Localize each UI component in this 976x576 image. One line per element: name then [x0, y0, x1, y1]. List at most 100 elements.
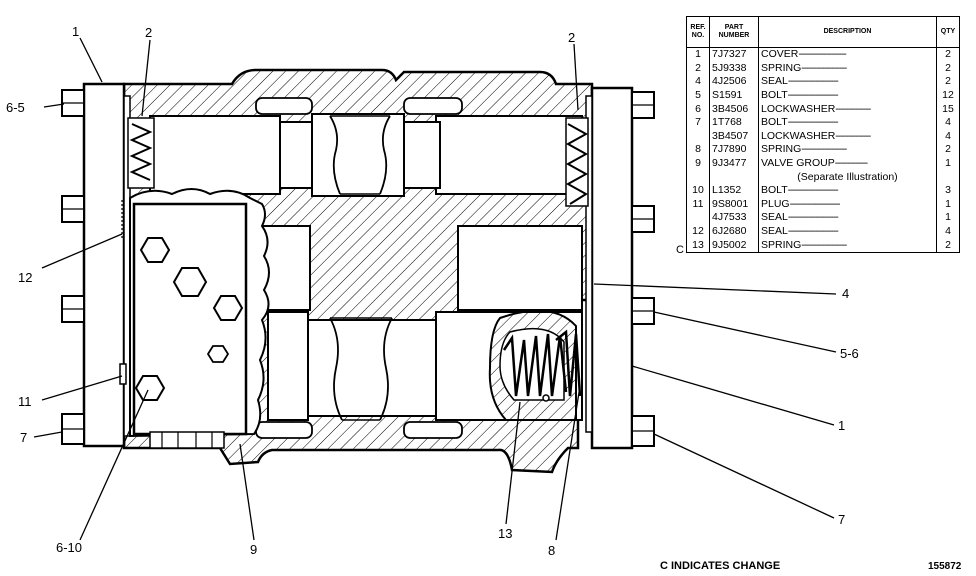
header-qty: QTY [936, 16, 960, 48]
cell-part: 7J7890 [709, 143, 759, 157]
cell-ref: 8 [686, 143, 710, 157]
cell-qty: 3 [936, 183, 960, 198]
cell-qty: 2 [936, 238, 960, 253]
valve-group-overlay [121, 188, 270, 449]
cell-desc: BOLT-------------------- [758, 183, 937, 198]
callout-6-5: 6-5 [6, 100, 25, 115]
cell-qty: 2 [936, 61, 960, 76]
cell-part: S1591 [709, 88, 759, 103]
upper-spool [279, 113, 441, 197]
cell-ref: 12 [686, 224, 710, 239]
cell-qty: 2 [936, 143, 960, 157]
callout-6-10: 6-10 [56, 540, 82, 555]
cell-qty: 12 [936, 88, 960, 103]
cell-ref: 2 [686, 61, 710, 76]
callout-1-right: 1 [838, 418, 845, 433]
cell-ref: 4 [686, 75, 710, 89]
cell-qty: 1 [936, 197, 960, 212]
cell-part: 5J9338 [709, 61, 759, 76]
callout-11: 11 [18, 394, 32, 409]
upper-right-spring [565, 117, 589, 207]
header-description: DESCRIPTION [758, 16, 937, 48]
cell-part: 3B4506 [709, 102, 759, 116]
dot-leader: -------------------- [787, 75, 839, 88]
left-bolts [61, 89, 85, 445]
change-note: C INDICATES CHANGE [660, 560, 781, 572]
dot-leader: ------------------ [801, 61, 847, 74]
cell-part [709, 170, 759, 184]
dot-leader: -------------------- [787, 225, 839, 238]
cell-part: 1T768 [709, 115, 759, 130]
cell-ref: 10 [686, 183, 710, 198]
cell-desc: BOLT-------------------- [758, 88, 937, 103]
cell-qty: 2 [936, 75, 960, 89]
upper-left-spring [127, 117, 155, 189]
callout-7-left: 7 [20, 430, 27, 445]
cell-part: 4J7533 [709, 211, 759, 225]
cell-desc: SPRING------------------ [758, 61, 937, 76]
header-part-number: PART NUMBER [709, 16, 759, 48]
cell-desc: SEAL-------------------- [758, 75, 937, 89]
cell-part: L1352 [709, 183, 759, 198]
cell-desc: SPRING------------------ [758, 143, 937, 157]
callout-5-6: 5-6 [840, 346, 859, 361]
cell-ref: 9 [686, 156, 710, 171]
table-row: (Separate Illustration) [686, 170, 960, 184]
callout-7-right: 7 [838, 512, 845, 527]
relief-plunger [488, 309, 582, 421]
cell-part: 9J3477 [709, 156, 759, 171]
callout-4: 4 [842, 286, 849, 301]
cell-qty [936, 170, 960, 184]
callout-1-top: 1 [72, 24, 79, 39]
cell-desc: SEAL-------------------- [758, 224, 937, 239]
right-bolts [631, 91, 655, 447]
cell-desc: SEAL-------------------- [758, 211, 937, 225]
cell-qty: 4 [936, 115, 960, 130]
cell-desc: PLUG-------------------- [758, 197, 937, 212]
dot-leader: -------------------- [787, 184, 839, 197]
cell-part: 3B4507 [709, 129, 759, 144]
cell-part: 9S8001 [709, 197, 759, 212]
cell-ref: 1 [686, 47, 710, 62]
cell-qty: 4 [936, 129, 960, 144]
change-mark: C [676, 244, 684, 256]
dot-leader: ------------- [834, 157, 868, 170]
cell-ref: 13 [686, 238, 710, 253]
cell-part: 9J5002 [709, 238, 759, 253]
cell-part: 4J2506 [709, 75, 759, 89]
cell-part: 7J7327 [709, 47, 759, 62]
dot-leader: ------------------ [801, 238, 847, 251]
header-ref-no: REF. NO. [686, 16, 710, 48]
dot-leader: -------------------- [787, 116, 839, 129]
callout-9: 9 [250, 542, 257, 557]
leader-lines [33, 37, 837, 541]
cell-qty: 1 [936, 156, 960, 171]
drawing-number: 155872 [928, 561, 962, 572]
cell-ref: 7 [686, 115, 710, 130]
dot-leader: ------------------- [798, 48, 846, 61]
cell-ref: 5 [686, 88, 710, 103]
cell-desc: VALVE GROUP------------- [758, 156, 937, 171]
dot-leader: -------------------- [787, 211, 839, 224]
left-cover [82, 82, 131, 448]
cell-part: 6J2680 [709, 224, 759, 239]
cell-ref: 11 [686, 197, 710, 212]
cell-qty: 2 [936, 47, 960, 62]
callout-13: 13 [498, 526, 512, 541]
cell-desc: SPRING------------------ [758, 238, 937, 253]
cell-ref [686, 170, 710, 184]
